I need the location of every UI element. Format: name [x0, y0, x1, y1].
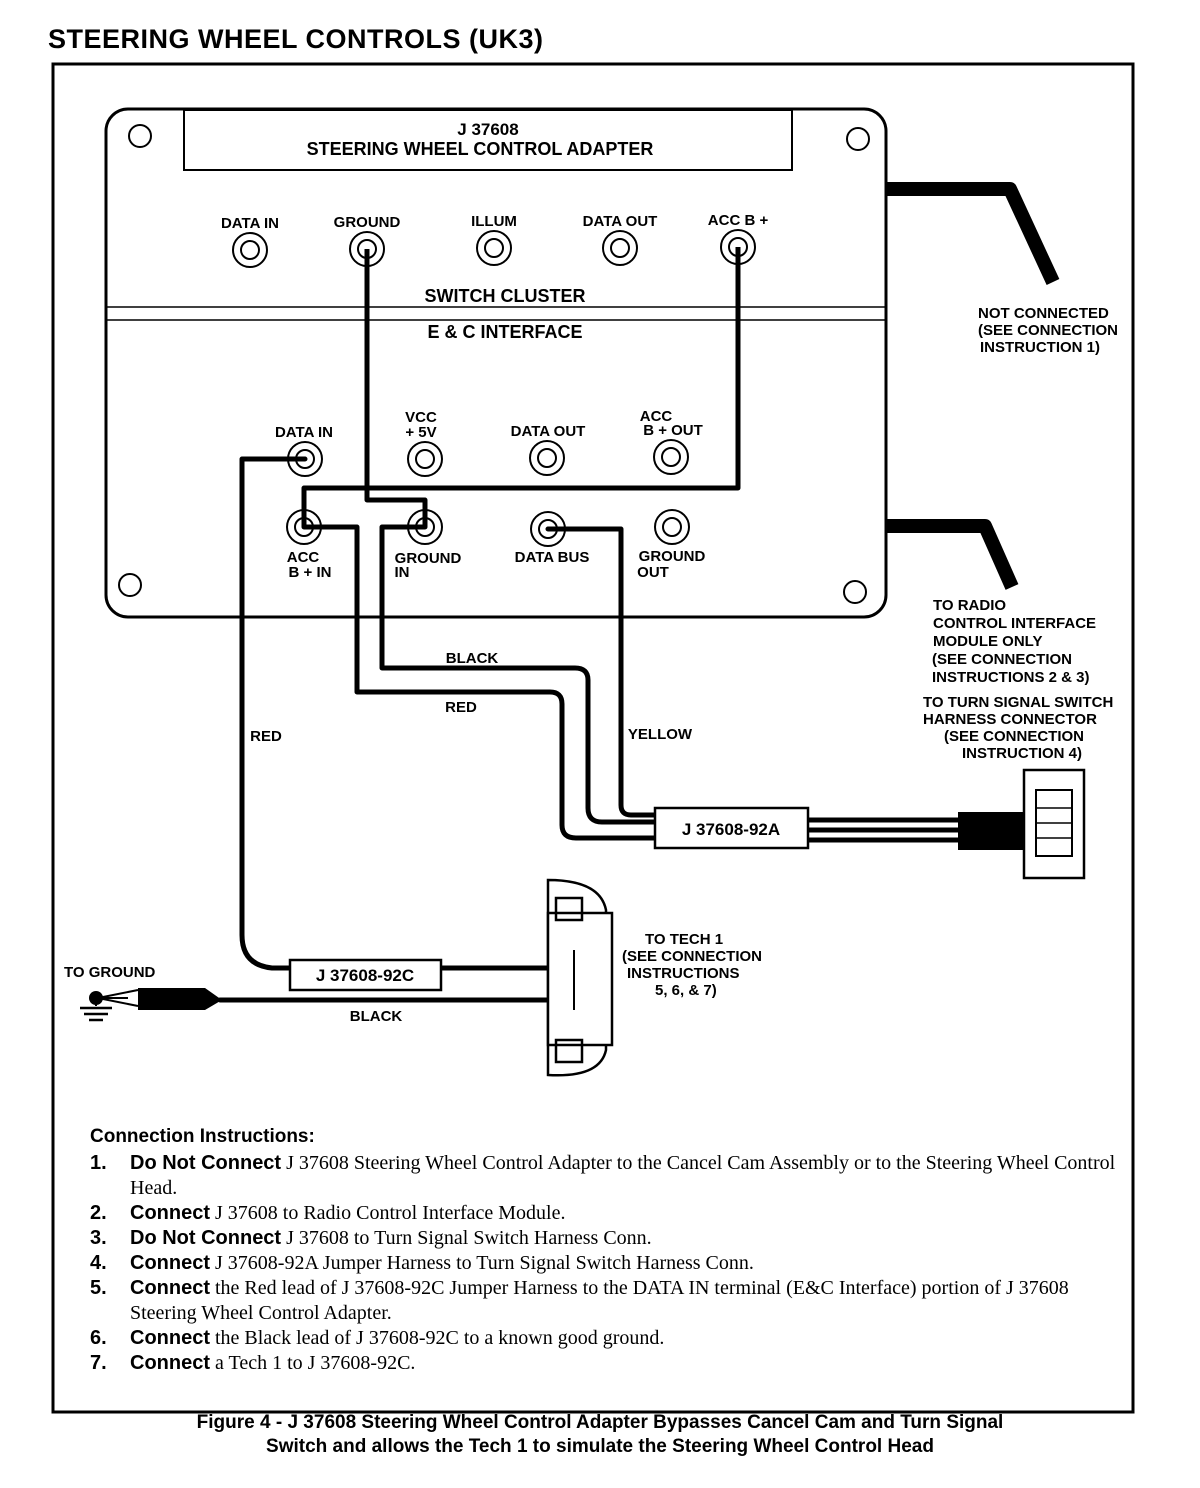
mounting-hole [128, 124, 152, 148]
ground-symbol [80, 991, 112, 1022]
svg-text:TO TURN SIGNAL SWITCH: TO TURN SIGNAL SWITCH [923, 694, 1113, 711]
wire-label-black: BLACK [350, 1008, 403, 1025]
internal-jumpers [301, 247, 741, 527]
caption-line: Figure 4 - J 37608 Steering Wheel Contro… [196, 1412, 1004, 1433]
svg-text:TO TECH 1: TO TECH 1 [645, 931, 723, 948]
note-to-radio: TO RADIO CONTROL INTERFACE MODULE ONLY (… [932, 597, 1096, 686]
note-not-connected: NOT CONNECTED (SEE CONNECTION INSTRUCTIO… [978, 305, 1118, 356]
harness-92c-label: J 37608-92C [316, 966, 414, 985]
red-wire-left [239, 456, 308, 971]
red-wire-upper [301, 524, 658, 841]
note-to-turn-signal: TO TURN SIGNAL SWITCH HARNESS CONNECTOR … [923, 694, 1113, 762]
radio-module-cable [886, 519, 1019, 590]
ec-interface-label: E & C INTERFACE [427, 322, 582, 342]
terminal-label: DATA IN [275, 424, 333, 441]
svg-text:NOT CONNECTED: NOT CONNECTED [978, 305, 1109, 322]
wire-label-yellow: YELLOW [628, 726, 693, 743]
wire-label-black: BLACK [446, 650, 499, 667]
svg-text:5, 6, & 7): 5, 6, & 7) [655, 982, 717, 999]
wire-label-red: RED [250, 728, 282, 745]
terminal-label: B + OUT [643, 422, 703, 439]
terminal-jack [476, 230, 512, 266]
caption-line: Switch and allows the Tech 1 to simulate… [266, 1436, 934, 1457]
figure-frame [51, 62, 1135, 1414]
instructions-heading: Connection Instructions: [90, 1126, 315, 1147]
terminal-jack [232, 232, 268, 268]
not-connected-cable [886, 182, 1060, 285]
terminal-label: ACC [287, 549, 320, 566]
black-wire-upper [379, 524, 658, 825]
terminal-label: DATA IN [221, 215, 279, 232]
yellow-wire [545, 526, 658, 818]
ground-clip [97, 988, 222, 1010]
terminal-label: GROUND [639, 548, 706, 565]
mounting-hole [118, 573, 142, 597]
svg-text:INSTRUCTION 1): INSTRUCTION 1) [980, 339, 1100, 356]
note-to-tech1: TO TECH 1 (SEE CONNECTION INSTRUCTIONS 5… [622, 931, 762, 999]
switch-cluster-label: SWITCH CLUSTER [425, 286, 586, 306]
terminal-label: GROUND [395, 550, 462, 567]
harness-92a: J 37608-92A [653, 806, 810, 850]
mounting-hole [843, 580, 867, 604]
ground-jumper [364, 249, 428, 527]
adapter-body: J 37608 STEERING WHEEL CONTROL ADAPTER S… [104, 107, 888, 619]
svg-text:INSTRUCTIONS 2 & 3): INSTRUCTIONS 2 & 3) [932, 669, 1090, 686]
terminal-jack [602, 230, 638, 266]
ec-interface-lower-terminals: ACC B + IN GROUND IN DATA BUS GROUND OUT [286, 509, 706, 581]
harness-92c: J 37608-92C [288, 958, 443, 992]
terminal-jack [529, 440, 565, 476]
92a-to-connector [805, 817, 963, 843]
turn-signal-connector [958, 768, 1086, 880]
svg-text:MODULE ONLY: MODULE ONLY [933, 633, 1042, 650]
harness-92a-label: J 37608-92A [682, 820, 780, 839]
svg-text:(SEE CONNECTION: (SEE CONNECTION [932, 651, 1072, 668]
to-ground-label: TO GROUND [64, 964, 156, 981]
terminal-label: ACC [640, 408, 673, 425]
figure-caption: Figure 4 - J 37608 Steering Wheel Contro… [100, 1411, 1100, 1459]
terminal-label: OUT [637, 564, 669, 581]
terminal-label: GROUND [334, 214, 401, 231]
harness-wires [217, 456, 963, 1003]
clip-jaw [97, 989, 139, 1007]
instruction-item: 7. Connect a Tech 1 to J 37608-92C. [90, 1352, 416, 1374]
terminal-jack [654, 509, 690, 545]
wire-label-red: RED [445, 699, 477, 716]
terminal-label: ACC B + [708, 212, 769, 229]
terminal-label: + 5V [405, 424, 436, 441]
instruction-item: 4. Connect J 37608-92A Jumper Harness to… [90, 1252, 754, 1274]
svg-text:CONTROL INTERFACE: CONTROL INTERFACE [933, 615, 1096, 632]
terminal-label: DATA OUT [511, 423, 586, 440]
instruction-item: 2. Connect J 37608 to Radio Control Inte… [90, 1202, 566, 1224]
adapter-part-number: J 37608 [457, 120, 518, 139]
terminal-label: VCC [405, 409, 437, 426]
adapter-side-cables [886, 182, 1060, 590]
mounting-hole [846, 127, 870, 151]
terminal-jack [653, 439, 689, 475]
tech1-connector [546, 878, 614, 1077]
adapter-name: STEERING WHEEL CONTROL ADAPTER [307, 139, 654, 159]
instruction-item: 6. Connect the Black lead of J 37608-92C… [90, 1327, 665, 1349]
instruction-item: 5. Connect the Red lead of J 37608-92C J… [90, 1277, 1069, 1324]
svg-text:(SEE CONNECTION: (SEE CONNECTION [944, 728, 1084, 745]
adapter-title-box [183, 109, 793, 171]
svg-text:(SEE CONNECTION: (SEE CONNECTION [978, 322, 1118, 339]
instruction-item: 1. Do Not Connect J 37608 Steering Wheel… [90, 1152, 1116, 1199]
svg-text:TO RADIO: TO RADIO [933, 597, 1006, 614]
ec-interface-terminals: DATA IN VCC + 5V DATA OUT ACC B + OUT [275, 408, 703, 477]
terminal-label: IN [395, 564, 410, 581]
acc-jumper [301, 247, 741, 527]
svg-text:HARNESS CONNECTOR: HARNESS CONNECTOR [923, 711, 1097, 728]
svg-text:(SEE CONNECTION: (SEE CONNECTION [622, 948, 762, 965]
terminal-label: DATA BUS [515, 549, 590, 566]
page-title: STEERING WHEEL CONTROLS (UK3) [48, 24, 544, 54]
svg-text:INSTRUCTIONS: INSTRUCTIONS [627, 965, 740, 982]
terminal-label: ILLUM [471, 213, 517, 230]
svg-text:INSTRUCTION 4): INSTRUCTION 4) [962, 745, 1082, 762]
terminal-label: DATA OUT [583, 213, 658, 230]
terminal-jack [407, 441, 443, 477]
connection-instructions: Connection Instructions: 1. Do Not Conne… [90, 1124, 1130, 1376]
terminal-label: B + IN [289, 564, 332, 581]
instruction-item: 3. Do Not Connect J 37608 to Turn Signal… [90, 1227, 652, 1249]
